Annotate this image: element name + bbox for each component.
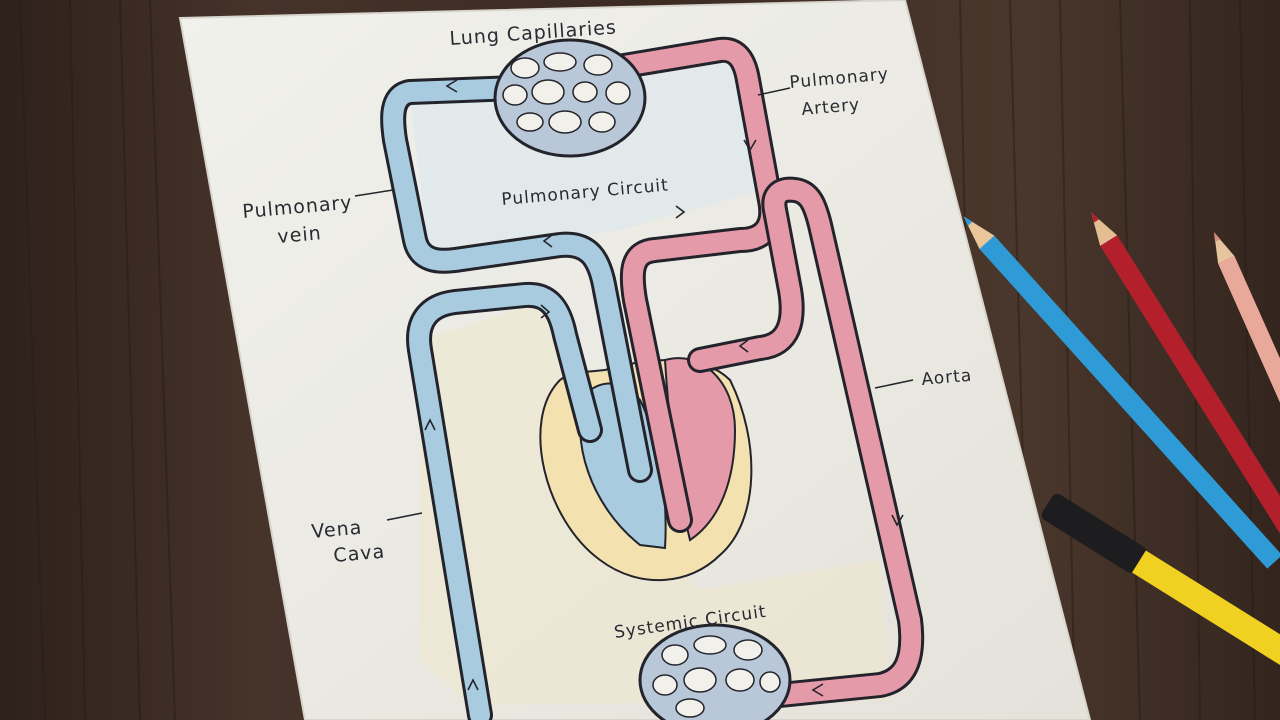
- flow-arrow: [424, 418, 436, 431]
- oxygenated-vessels: [587, 36, 925, 708]
- flow-arrow: [445, 79, 458, 93]
- flow-arrow: [675, 205, 686, 219]
- vena-cava-label-line1: Vena: [311, 517, 364, 543]
- flow-arrow: [743, 139, 757, 152]
- pulmonary-vein-label-line2: vein: [277, 222, 323, 248]
- flow-arrow: [738, 339, 749, 353]
- aorta-label: Aorta: [921, 366, 973, 390]
- flow-arrow: [467, 678, 479, 691]
- flow-arrow: [891, 514, 904, 527]
- lung-capillary-bed: [493, 38, 647, 158]
- wood-grain: [19, 0, 1256, 720]
- deoxygenated-vessels: [380, 75, 653, 720]
- flow-arrow: [540, 304, 551, 319]
- leader-line-pulmonary-vein: [354, 189, 394, 197]
- leader-line-pulmonary-artery: [757, 87, 791, 96]
- leader-line-aorta: [874, 379, 914, 389]
- flow-arrow: [811, 683, 824, 697]
- leader-lines: [354, 87, 914, 521]
- body-tissue-fill: [420, 300, 890, 705]
- pulmonary-artery: [590, 39, 782, 530]
- pulmonary-vein: [383, 78, 650, 480]
- systemic-capillary-bed: [638, 623, 792, 720]
- flow-arrow: [542, 234, 553, 248]
- yellow-pencil: [1041, 493, 1280, 690]
- pink-pencil: [1214, 232, 1280, 565]
- leader-line-vena-cava: [386, 512, 423, 521]
- vena-cava-label-line2: Cava: [333, 541, 387, 567]
- vena-cava: [409, 284, 600, 720]
- flow-arrows: [424, 79, 904, 697]
- aorta: [690, 179, 922, 705]
- blue-pencil: [963, 216, 1280, 569]
- lung-capillary-cells: [502, 52, 631, 134]
- systemic-capillary-cells: [652, 635, 781, 718]
